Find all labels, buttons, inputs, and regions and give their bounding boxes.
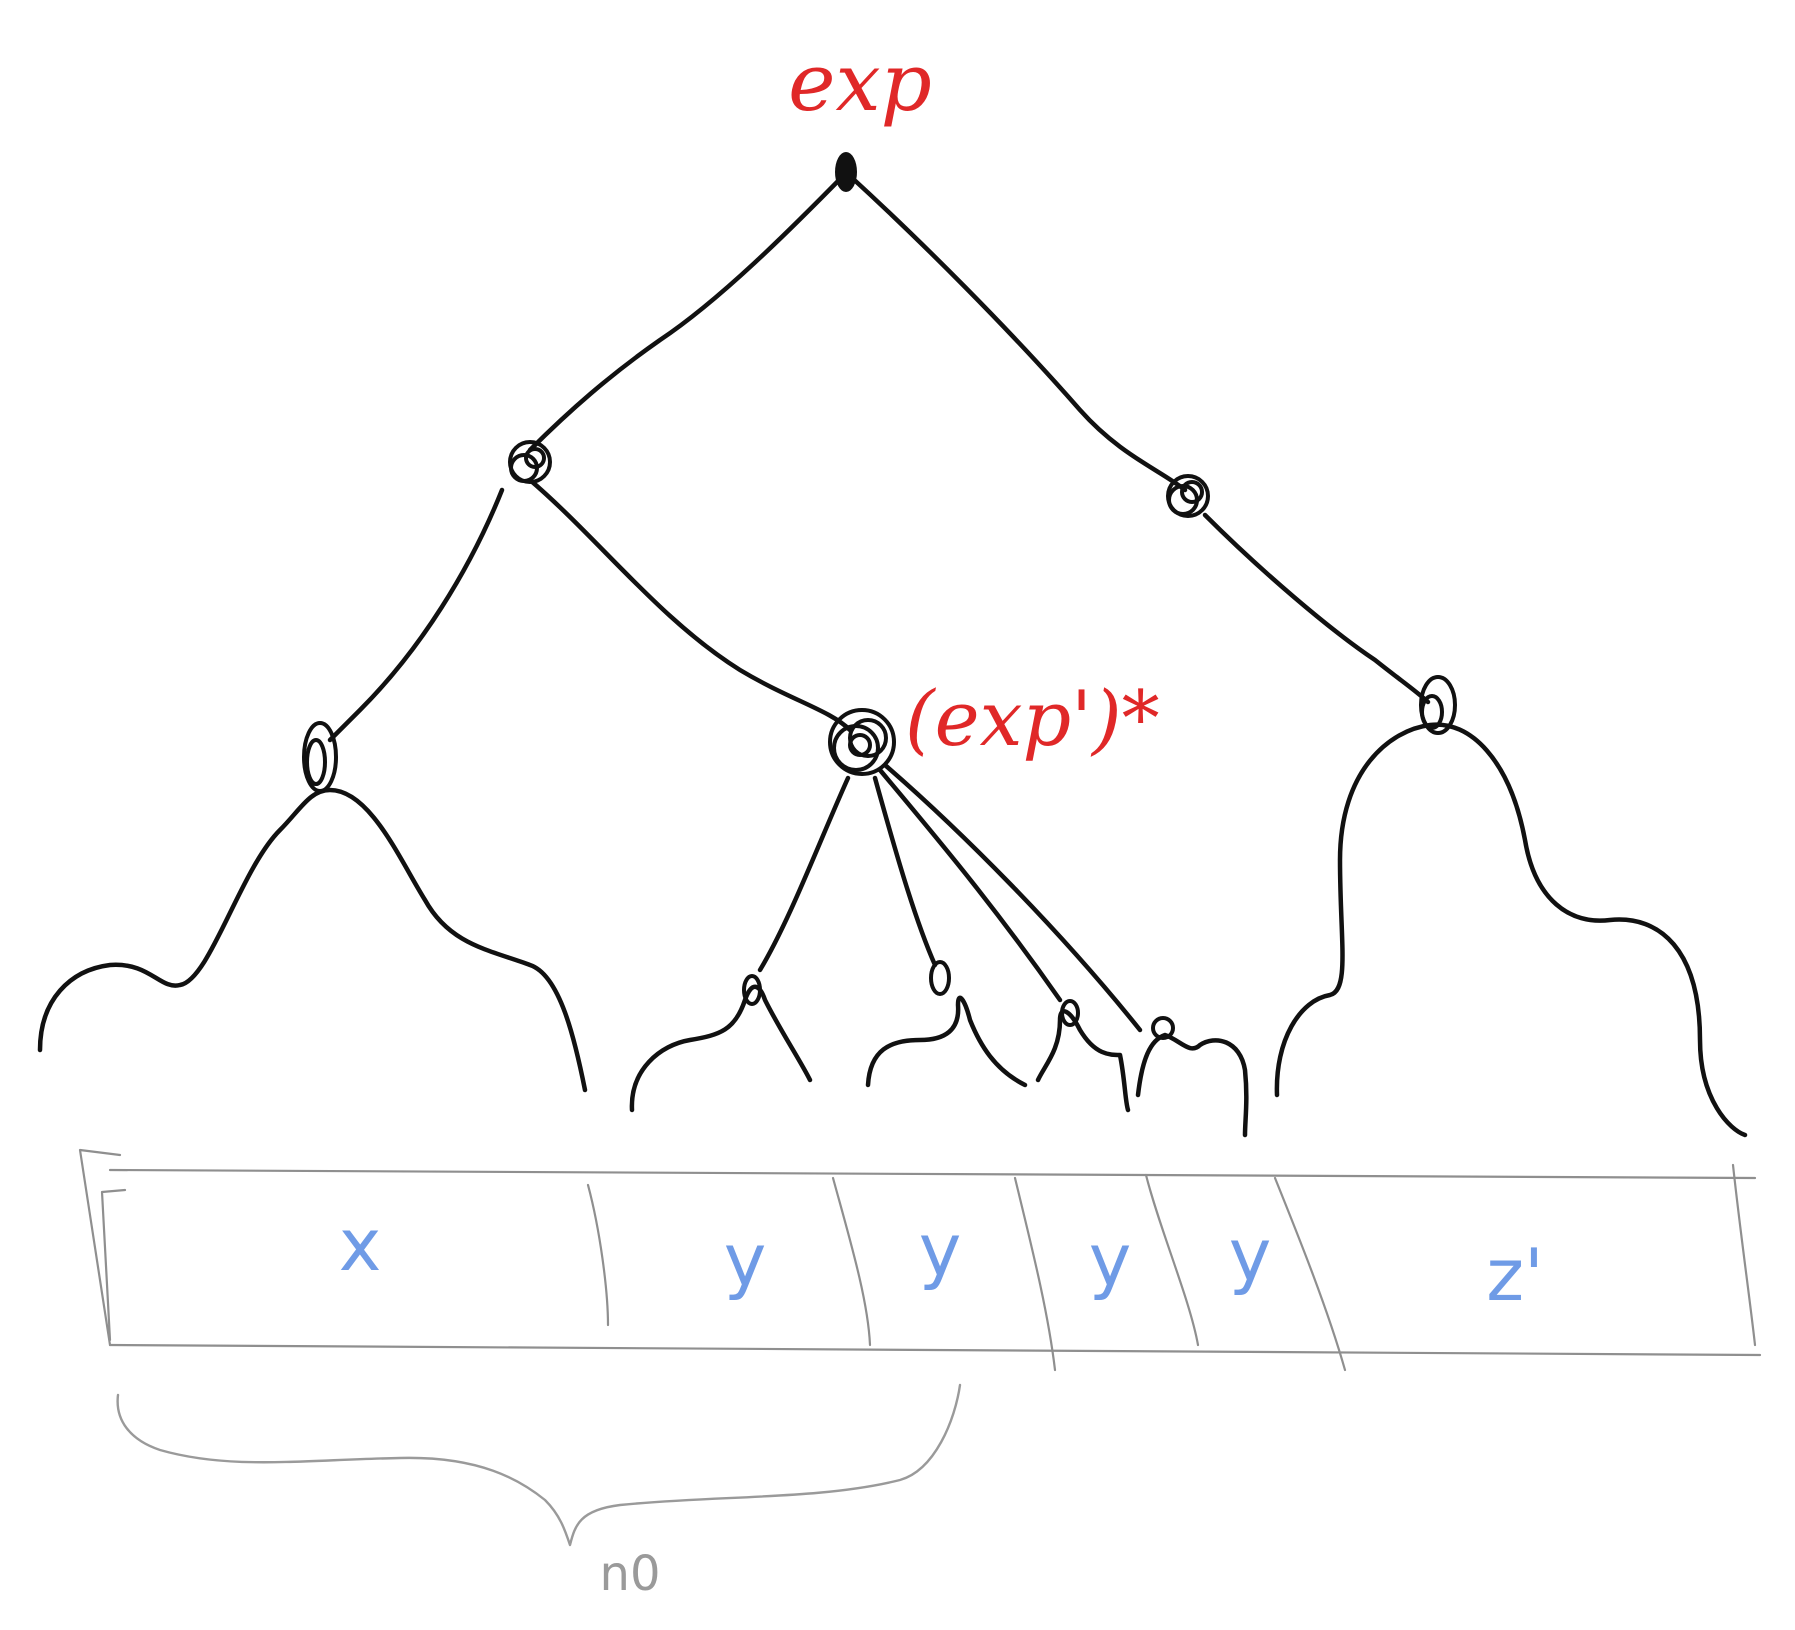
divider-5: [1273, 1176, 1347, 1372]
subtree-z: [1274, 722, 1748, 1138]
divider-3: [1013, 1176, 1057, 1372]
subtree-x: [37, 787, 588, 1093]
repeat-branch-3: [877, 767, 1063, 1003]
underbrace: [116, 1383, 962, 1547]
node-y2: [929, 960, 951, 996]
cell-label-4: y: [1089, 1218, 1132, 1302]
tree-edges: [327, 173, 1431, 743]
cell-label-2: y: [724, 1218, 767, 1302]
cell-label-6: z': [1486, 1233, 1544, 1317]
cell-label-1: x: [339, 1203, 382, 1287]
edge-root-right: [847, 173, 1188, 493]
brace-label: n0: [600, 1546, 661, 1602]
node-repeat: [828, 708, 896, 776]
repeat-branch-4: [882, 762, 1143, 1033]
root-label: exp: [788, 36, 932, 129]
edge-left-to-repeat: [527, 477, 853, 733]
divider-6: [1731, 1163, 1757, 1347]
node-y4: [1151, 1016, 1175, 1040]
subtree-y4: [1135, 1032, 1249, 1138]
subtree-shapes: [37, 722, 1748, 1138]
token-strip: x y y y y z': [78, 1148, 1762, 1372]
node-x: [302, 721, 338, 793]
divider-1: [586, 1183, 610, 1327]
node-y3: [1060, 999, 1080, 1027]
node-y1: [742, 974, 762, 1006]
root-node: [835, 152, 857, 192]
divider-2: [831, 1176, 872, 1347]
strip-bottom-edge: [108, 1343, 1762, 1357]
strip-top-edge: [108, 1168, 1757, 1180]
subtree-y2: [865, 995, 1028, 1088]
node-z: [1419, 675, 1457, 735]
cell-label-3: y: [919, 1208, 962, 1292]
tree-nodes: [302, 152, 1457, 1040]
cell-label-5: y: [1229, 1213, 1272, 1297]
node-right: [1166, 474, 1210, 518]
strip-left-bracket: [78, 1148, 127, 1347]
subtree-y1: [629, 984, 813, 1113]
edge-root-left: [527, 173, 846, 453]
repeat-node-label: (exp')*: [905, 674, 1160, 763]
node-left: [508, 440, 552, 484]
repeat-branch-1: [757, 775, 851, 973]
subtree-y3: [1035, 1009, 1131, 1113]
divider-4: [1144, 1173, 1200, 1347]
edge-left-to-xnode: [327, 487, 505, 743]
edge-right-to-znode: [1202, 512, 1431, 705]
repeat-branch-2: [872, 775, 938, 968]
